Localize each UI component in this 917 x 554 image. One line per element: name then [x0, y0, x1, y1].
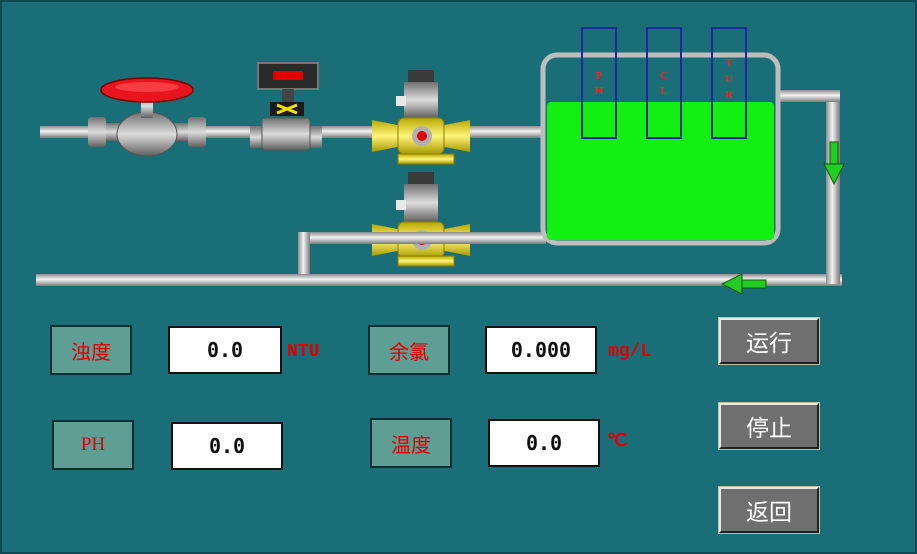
back-button[interactable]: 返回 [718, 486, 820, 534]
probe-letter: H [595, 85, 604, 97]
pump-1[interactable] [372, 70, 470, 165]
temperature-unit: ℃ [607, 432, 628, 452]
run-button[interactable]: 运行 [718, 317, 820, 365]
probe-letter: L [660, 85, 667, 97]
gate-valve[interactable] [88, 77, 206, 157]
pump-2[interactable] [372, 172, 470, 267]
probe-letter: T [725, 57, 733, 69]
probe-letter: C [660, 70, 668, 82]
ph-value[interactable]: 0.0 [171, 422, 283, 470]
temperature-label: 温度 [370, 418, 452, 468]
process-diagram: P H C L T U R [36, 27, 845, 295]
stop-button[interactable]: 停止 [718, 402, 820, 450]
solenoid-valve[interactable] [250, 62, 322, 151]
turbidity-value[interactable]: 0.0 [168, 326, 282, 374]
probe-letter: P [596, 70, 603, 82]
probe-tur: T U R [711, 27, 747, 139]
chlorine-value[interactable]: 0.000 [485, 326, 597, 374]
turbidity-label: 浊度 [50, 325, 132, 375]
flow-arrow-down-icon [823, 141, 845, 186]
tank-water-level [547, 102, 774, 240]
probe-ph: P H [581, 27, 617, 139]
temperature-value[interactable]: 0.0 [488, 419, 600, 467]
probe-letter: R [725, 89, 734, 101]
probe-cl: C L [646, 27, 682, 139]
probe-letter: U [725, 73, 733, 85]
turbidity-unit: NTU [287, 342, 320, 362]
chlorine-unit: mg/L [608, 342, 652, 362]
water-tank [540, 52, 781, 246]
chlorine-label: 余氯 [368, 325, 450, 375]
flow-arrow-left-icon [720, 273, 767, 295]
ph-label: PH [52, 420, 134, 470]
